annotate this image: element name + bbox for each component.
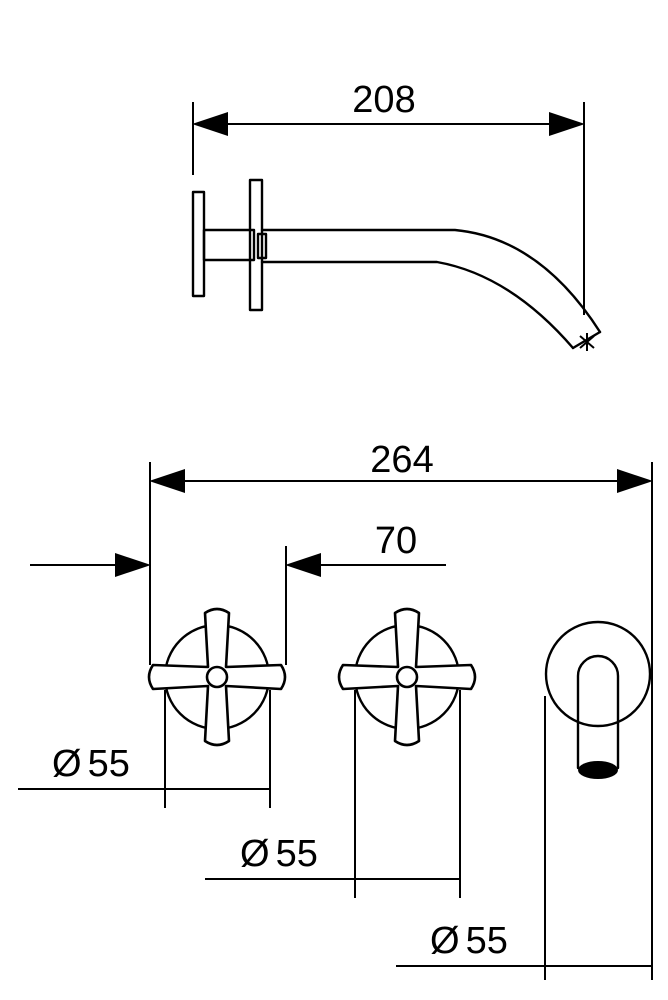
diameter-left-value: 55 — [88, 743, 130, 785]
spout-outlet-front — [578, 761, 618, 779]
spout-front — [544, 620, 652, 779]
dimension-70-label: 70 — [375, 520, 417, 562]
connector-body — [202, 228, 256, 262]
handle-profile — [248, 178, 264, 312]
diameter-right-value: 55 — [466, 920, 508, 962]
dimension-208-label: 208 — [352, 79, 415, 121]
left-cross-handle — [147, 607, 287, 747]
diameter-symbol: Ø — [240, 833, 270, 875]
diameter-symbol: Ø — [430, 920, 460, 962]
spout-tube-front — [576, 654, 620, 770]
middle-cross-handle — [337, 607, 477, 747]
diameter-symbol: Ø — [52, 743, 82, 785]
side-view: 208 — [191, 79, 602, 351]
middle-handle-cap — [395, 665, 419, 689]
left-handle-cap — [205, 665, 229, 689]
wall-plate — [191, 190, 206, 298]
aerator-mark — [579, 333, 595, 351]
spout-rosette — [544, 620, 652, 728]
handle-hub — [256, 232, 268, 260]
spout-bottom-edge — [260, 260, 575, 350]
dimension-264-label: 264 — [370, 439, 433, 481]
diameter-middle-value: 55 — [276, 833, 318, 875]
spout-top-edge — [260, 228, 602, 334]
